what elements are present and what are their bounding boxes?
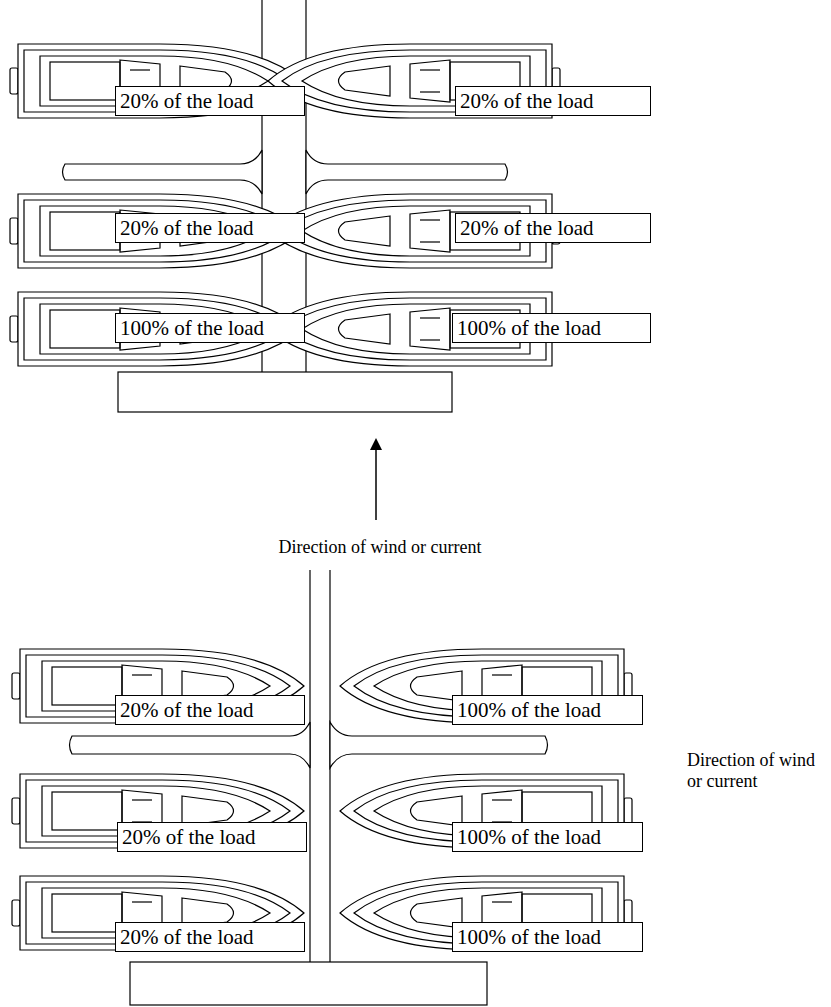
direction-arrow (375, 440, 377, 520)
load-label-box: 20% of the load (117, 822, 307, 852)
load-label-box: 20% of the load (115, 86, 305, 116)
load-percentage: 100% of the load (120, 316, 264, 340)
load-percentage: 100% of the load (457, 925, 601, 949)
load-percentage: 20% of the load (120, 698, 254, 722)
load-percentage: 100% of the load (457, 316, 601, 340)
load-label-box: 100% of the load (452, 822, 643, 852)
load-percentage: 20% of the load (122, 825, 256, 849)
load-label-box: 20% of the load (455, 86, 651, 116)
load-percentage: 20% of the load (120, 216, 254, 240)
direction-label: Direction of wind or current (277, 537, 484, 558)
load-percentage: 20% of the load (120, 89, 254, 113)
load-label-box: 20% of the load (115, 922, 305, 952)
load-label-box: 20% of the load (455, 213, 651, 243)
direction-label: Direction of wind or current (685, 750, 827, 792)
load-label-box: 20% of the load (115, 695, 305, 725)
load-percentage: 20% of the load (460, 89, 594, 113)
load-percentage: 20% of the load (460, 216, 594, 240)
load-label-box: 100% of the load (452, 695, 643, 725)
load-label-box: 100% of the load (452, 313, 651, 343)
load-label-box: 100% of the load (115, 313, 305, 343)
load-percentage: 20% of the load (120, 925, 254, 949)
load-label-box: 100% of the load (452, 922, 643, 952)
load-percentage: 100% of the load (457, 698, 601, 722)
load-percentage: 100% of the load (457, 825, 601, 849)
load-label-box: 20% of the load (115, 213, 305, 243)
